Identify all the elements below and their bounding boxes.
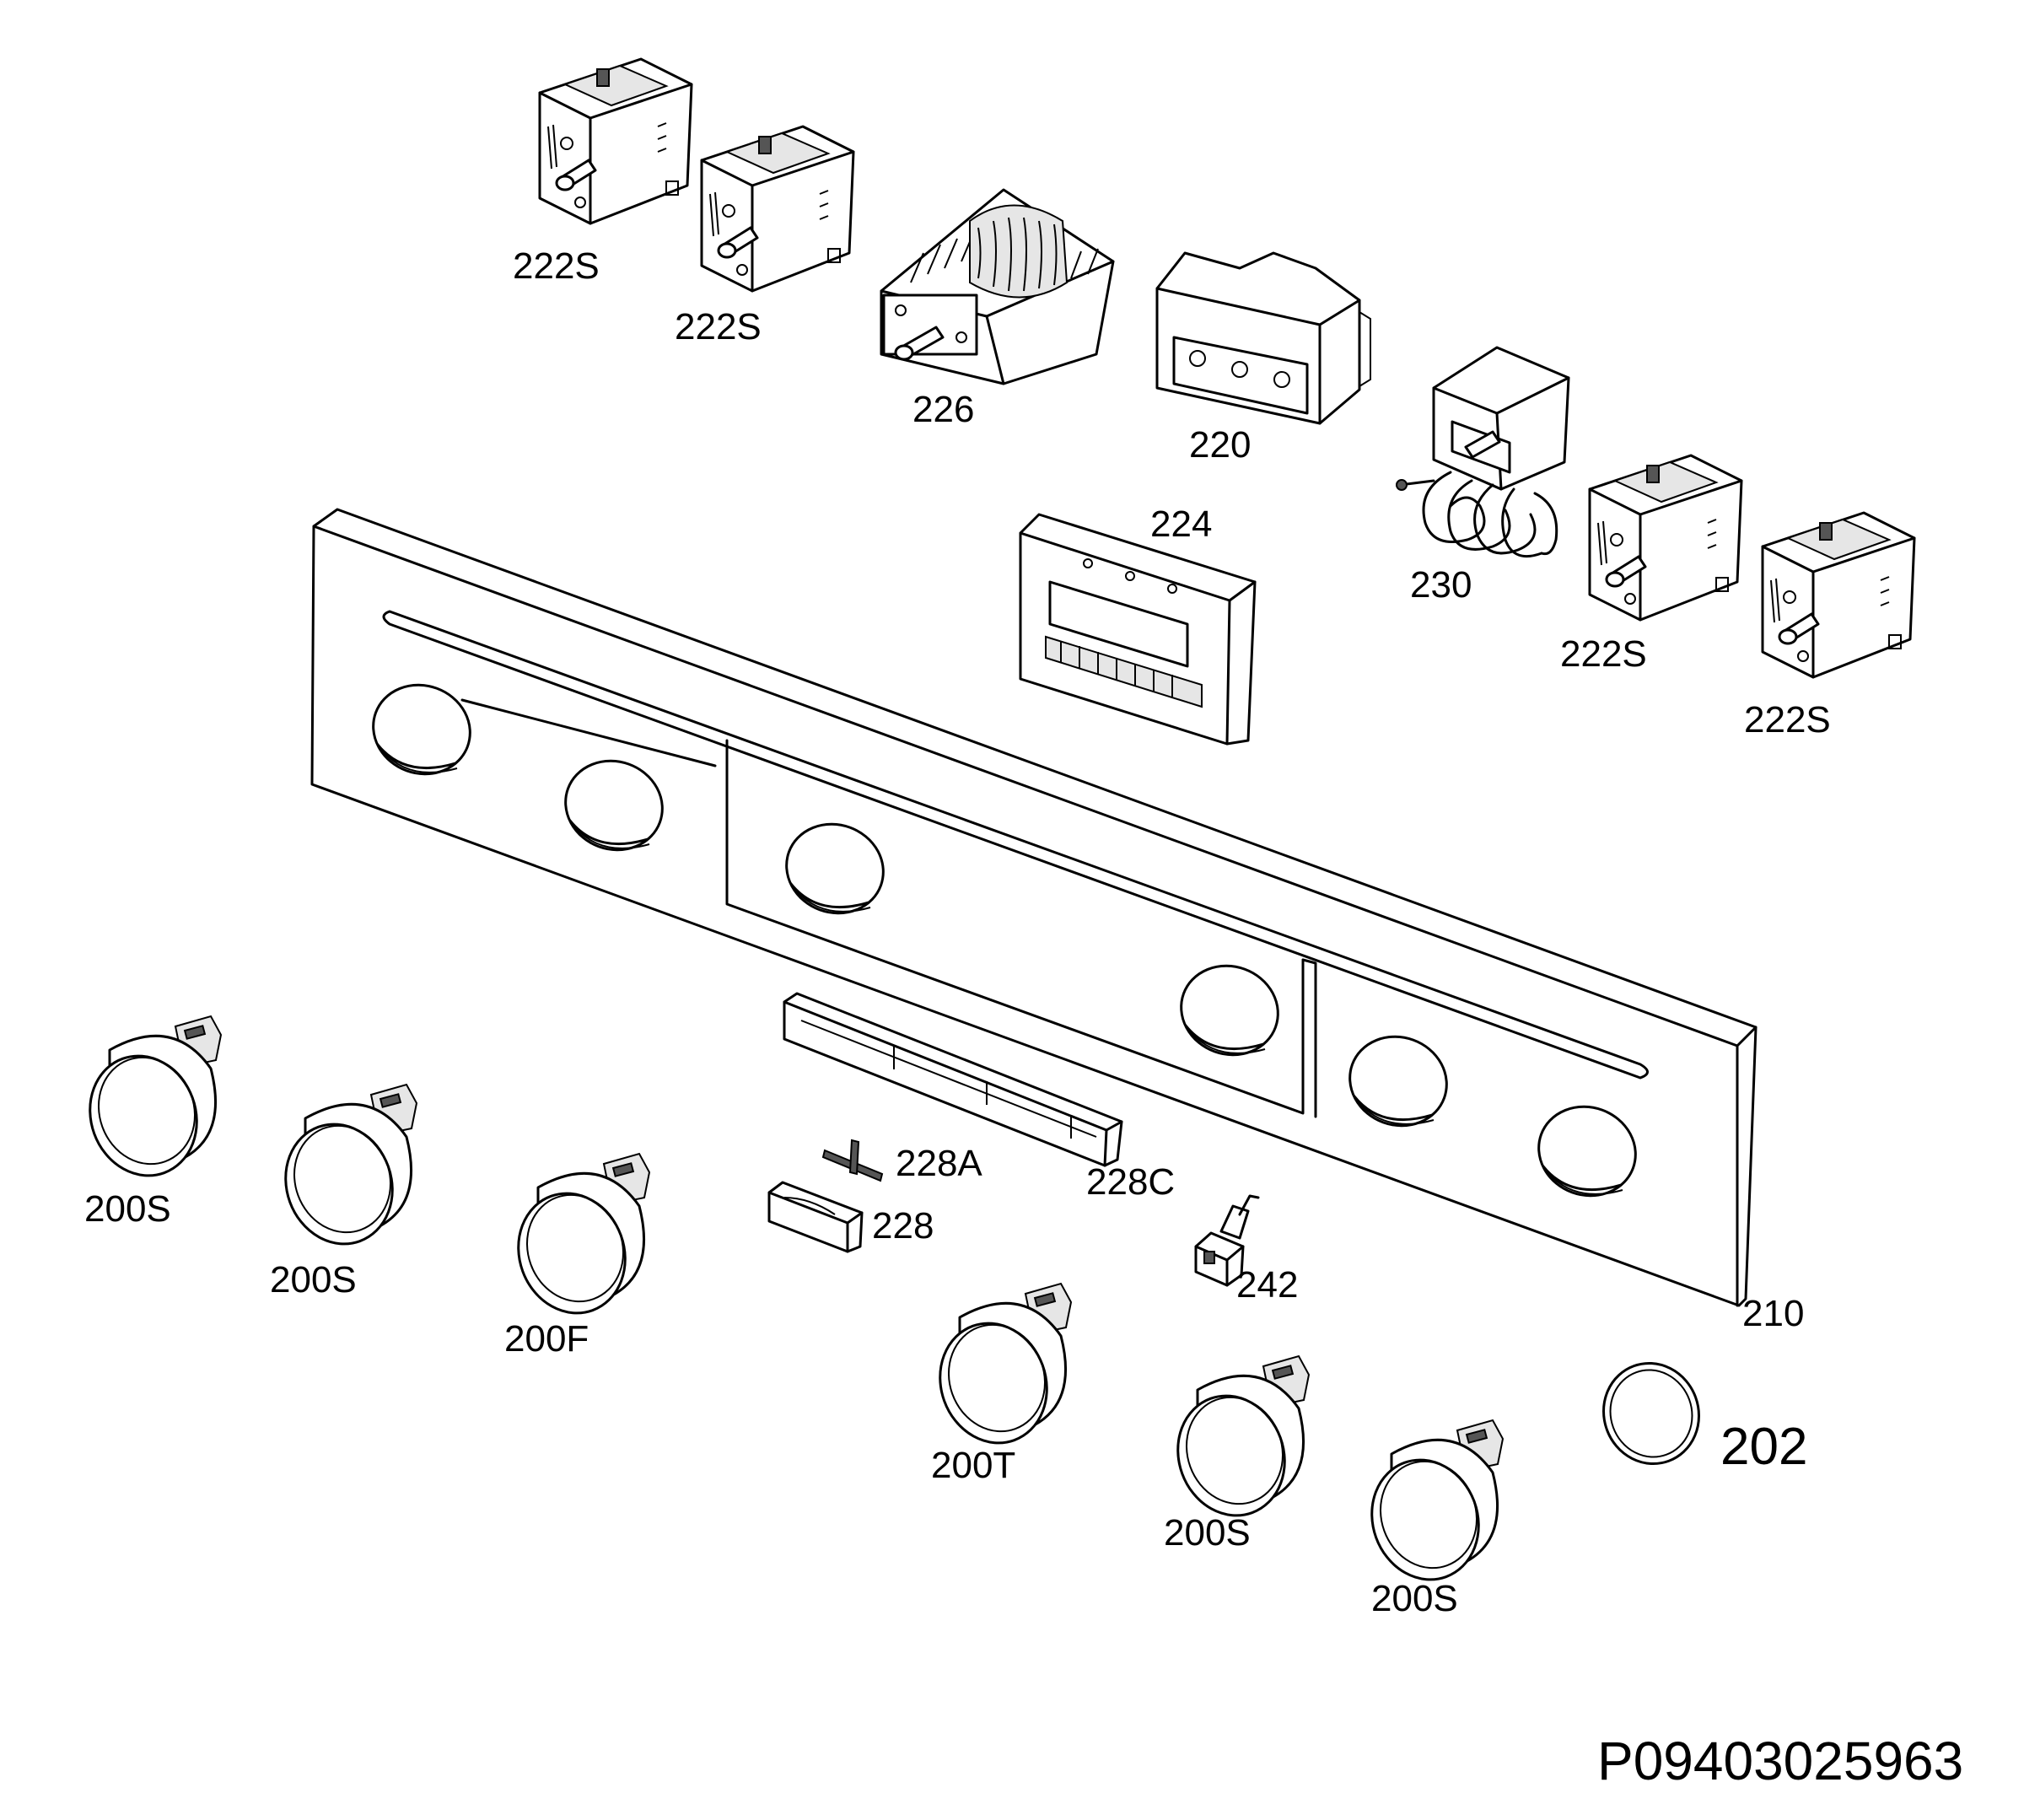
button-228: [767, 1181, 864, 1253]
energy-regulator-222s-4: [1761, 511, 1916, 679]
label-224: 224: [1150, 503, 1212, 545]
housing-220: [1155, 251, 1371, 425]
thermostat-230: [1396, 346, 1570, 557]
label-200f: 200F: [504, 1318, 589, 1360]
knob-200f: [500, 1152, 651, 1330]
label-222s-1: 222S: [513, 245, 600, 287]
control-panel-210: [310, 508, 1758, 1307]
display-224: [1019, 513, 1257, 746]
label-242: 242: [1236, 1264, 1298, 1306]
label-222s-3: 222S: [1560, 633, 1647, 675]
label-202: 202: [1720, 1418, 1807, 1476]
energy-regulator-222s-1: [538, 57, 693, 225]
knob-200s-2: [267, 1083, 418, 1261]
pin-228a: [821, 1139, 884, 1182]
label-226: 226: [912, 389, 974, 430]
energy-regulator-222s-2: [700, 125, 855, 293]
label-228a: 228A: [896, 1143, 982, 1184]
label-220: 220: [1189, 424, 1251, 466]
label-228: 228: [872, 1205, 934, 1247]
selector-switch-226: [880, 188, 1115, 385]
label-228c: 228C: [1086, 1161, 1175, 1203]
label-230: 230: [1410, 564, 1472, 606]
trim-ring-202: [1602, 1361, 1700, 1466]
knob-200s-4: [1354, 1419, 1505, 1597]
label-200t: 200T: [931, 1445, 1015, 1486]
label-222s-2: 222S: [675, 306, 762, 347]
knob-200t: [922, 1282, 1073, 1460]
button-bar-228c: [783, 992, 1123, 1167]
knob-200s-3: [1160, 1354, 1311, 1532]
energy-regulator-222s-3: [1588, 454, 1743, 622]
label-200s-2: 200S: [270, 1259, 357, 1300]
knob-200s-1: [72, 1015, 223, 1193]
label-200s-1: 200S: [84, 1188, 171, 1230]
label-200s-4: 200S: [1371, 1578, 1458, 1619]
lamp-242: [1194, 1194, 1260, 1287]
drawing-id: P09403025963: [1597, 1731, 1963, 1791]
label-210: 210: [1742, 1293, 1804, 1334]
label-222s-4: 222S: [1744, 699, 1831, 740]
label-200s-3: 200S: [1164, 1512, 1251, 1553]
